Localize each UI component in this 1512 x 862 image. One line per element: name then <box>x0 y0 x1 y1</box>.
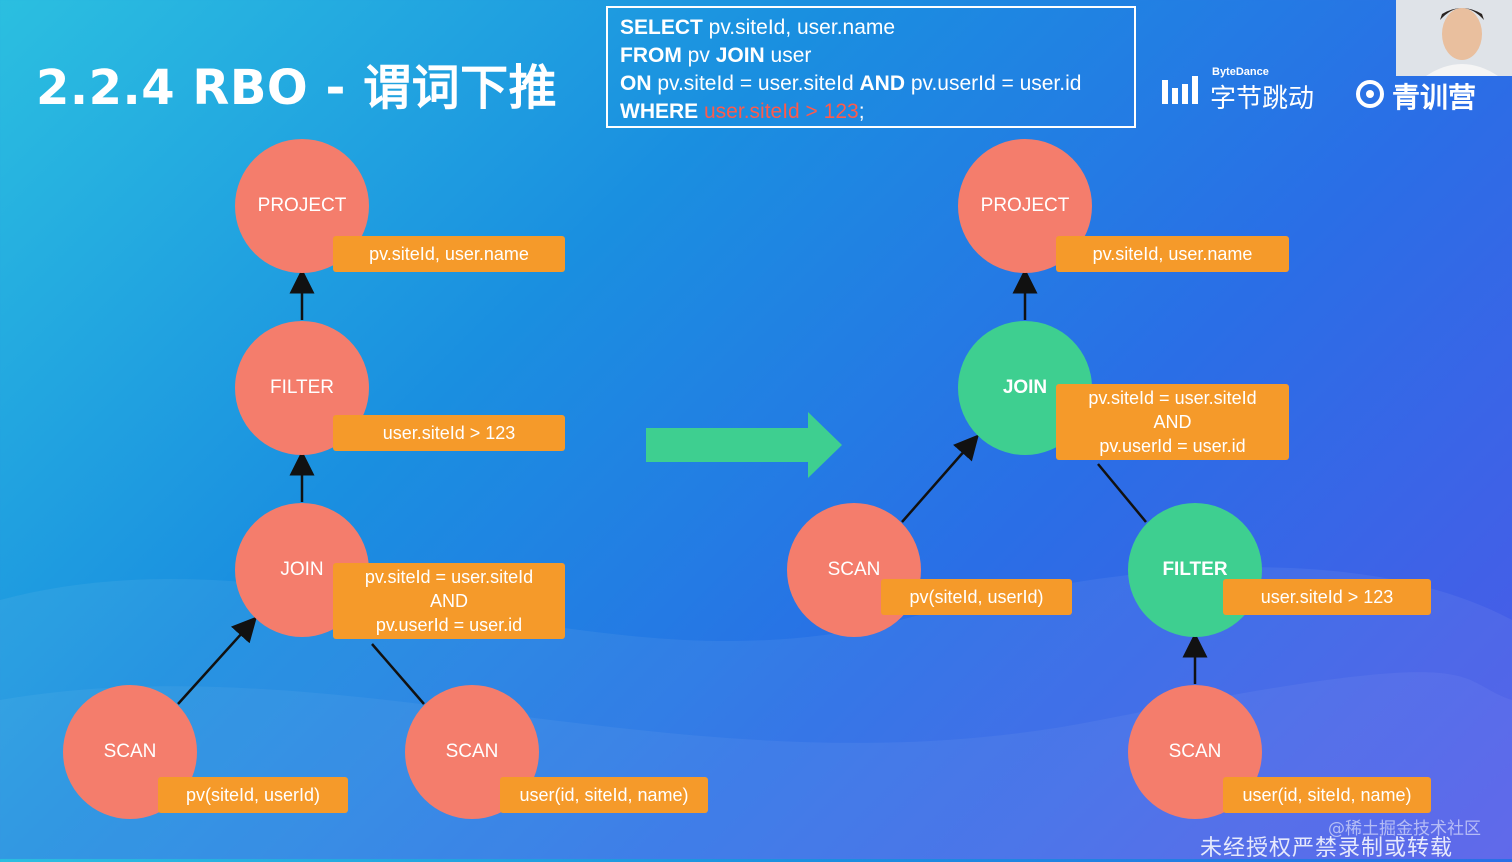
slide-title: 2.2.4 RBO - 谓词下推 <box>36 60 558 116</box>
right-project-tag: pv.siteId, user.name <box>1056 236 1289 272</box>
bytedance-en-text: ByteDance <box>1212 66 1269 78</box>
bytedance-logo-icon <box>1162 76 1198 104</box>
right-scan-pv-node: SCAN <box>787 503 921 637</box>
left-scan-pv-tag: pv(siteId, userId) <box>158 777 348 813</box>
left-project-tag: pv.siteId, user.name <box>333 236 565 272</box>
presenter-avatar-icon <box>1396 0 1512 76</box>
sql-query-box: SELECT pv.siteId, user.name FROM pv JOIN… <box>606 6 1136 128</box>
sql-line-where: WHERE user.siteId > 123; <box>620 100 865 123</box>
right-filter-node: FILTER <box>1128 503 1262 637</box>
camp-cn-text: 青训营 <box>1392 81 1477 114</box>
right-filter-tag: user.siteId > 123 <box>1223 579 1431 615</box>
sql-line-from: FROM pv JOIN user <box>620 44 812 67</box>
presenter-webcam <box>1396 0 1512 76</box>
left-join-tag: pv.siteId = user.siteId AND pv.userId = … <box>333 563 565 639</box>
bytedance-cn-text: 字节跳动 <box>1210 84 1315 114</box>
sql-line-select: SELECT pv.siteId, user.name <box>620 16 896 39</box>
right-scan-user-tag: user(id, siteId, name) <box>1223 777 1431 813</box>
logo-bar: ByteDance 字节跳动 青训营 <box>1160 66 1480 114</box>
right-scan-pv-tag: pv(siteId, userId) <box>881 579 1072 615</box>
sql-highlight-predicate: user.siteId > 123 <box>698 100 859 123</box>
left-filter-tag: user.siteId > 123 <box>333 415 565 451</box>
copyright-notice: 未经授权严禁录制或转载 <box>1200 836 1454 861</box>
left-scan-user-tag: user(id, siteId, name) <box>500 777 708 813</box>
sql-line-on: ON pv.siteId = user.siteId AND pv.userId… <box>620 72 1082 95</box>
site-watermark: @稀土掘金技术社区 <box>1328 819 1481 839</box>
camp-logo-icon <box>1356 80 1384 108</box>
right-join-tag: pv.siteId = user.siteId AND pv.userId = … <box>1056 384 1289 460</box>
